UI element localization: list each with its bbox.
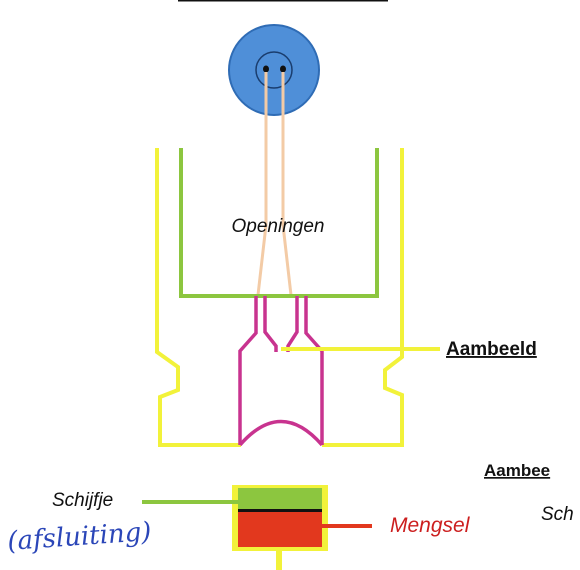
outer-casing	[155, 148, 404, 447]
anvil	[238, 296, 324, 447]
label-schijfje: Schijfje	[52, 490, 113, 511]
opening-channels	[256, 72, 293, 296]
label-aambeeld: Aambeeld	[446, 339, 537, 360]
label-openingen: Openingen	[232, 216, 325, 237]
label-mengsel: Mengsel	[390, 514, 471, 537]
label-schijfje-cut: Sch	[541, 504, 574, 525]
cap-sample	[232, 485, 328, 570]
label-aambeeld-cut: Aambee	[484, 461, 550, 480]
button-icon	[228, 24, 320, 116]
handwritten-note: (afsluiting)	[6, 517, 152, 557]
inner-cup	[179, 148, 379, 298]
